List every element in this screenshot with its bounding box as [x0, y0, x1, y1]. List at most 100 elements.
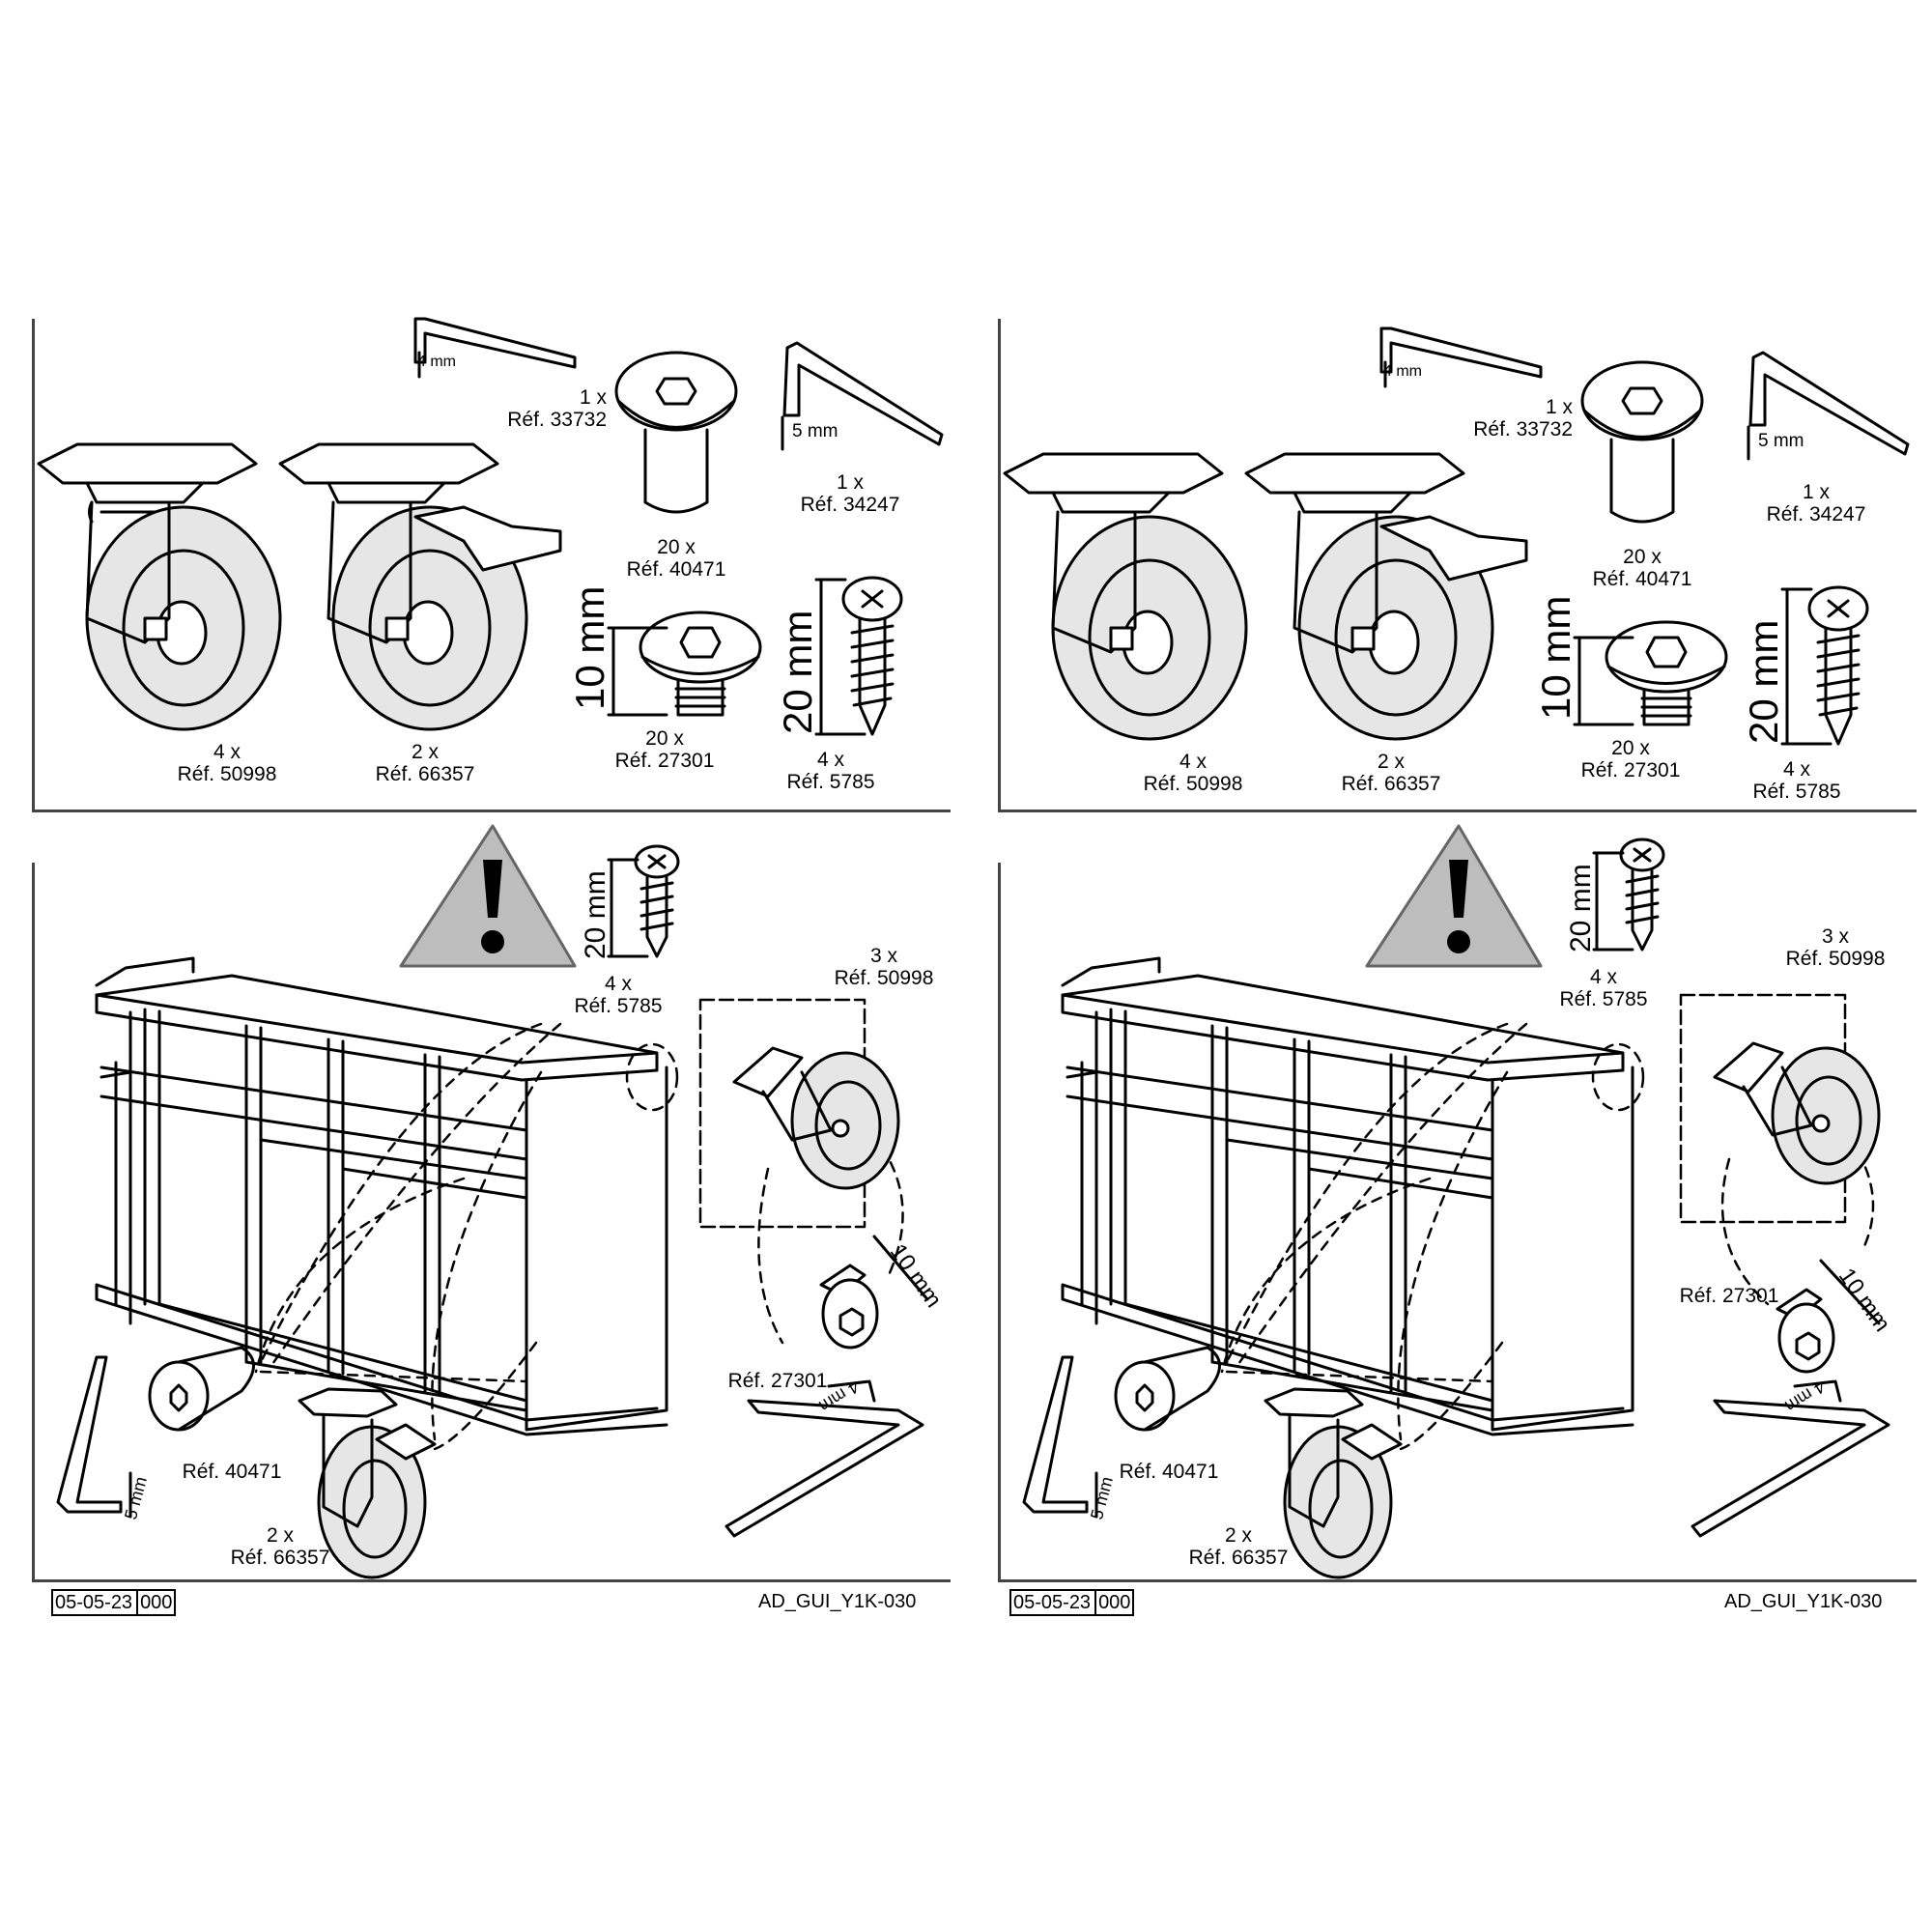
bolt-qty: 20 x [645, 727, 684, 750]
screw-icon [607, 844, 680, 958]
sleeve-nut-qty: 20 x [657, 536, 696, 558]
screw-label: 4 x Réf. 5785 [1739, 758, 1855, 803]
assembly-screw-ref: Réf. 5785 [574, 995, 663, 1017]
parts-artwork [1003, 327, 1910, 746]
assembly-screw-length: 20 mm [1565, 864, 1597, 952]
assembly-artwork [56, 824, 929, 1579]
assembly-screw-length: 20 mm [580, 870, 611, 959]
assembly-bolt-label: Réf. 27301 [1671, 1285, 1787, 1307]
hex-key-large-size: 5 mm [1758, 431, 1804, 451]
assembly-sleeve-nut-label: Réf. 40471 [174, 1461, 290, 1483]
assembly-panel [32, 863, 951, 1582]
assembly-bolt-ref: Réf. 27301 [1679, 1285, 1779, 1307]
caster-brake-qty: 2 x [411, 741, 439, 763]
assembly-sleeve-nut-ref: Réf. 40471 [182, 1461, 282, 1483]
assembly-bolt-ref: Réf. 27301 [727, 1370, 828, 1392]
screw-icon [814, 576, 903, 736]
assembly-artwork [1022, 824, 1890, 1579]
caster-plain-ref: Réf. 50998 [177, 763, 277, 785]
caster-plain-label: 4 x Réf. 50998 [169, 741, 285, 785]
sleeve-nut-icon [614, 351, 738, 514]
footer-revision: 000 [140, 1592, 173, 1613]
assembly-caster-plain-ref: Réf. 50998 [1785, 948, 1886, 970]
bolt-ref: Réf. 27301 [614, 750, 715, 772]
caster-wheel-icon [298, 1387, 437, 1579]
parts-panel [32, 319, 951, 812]
hex-key-icon [56, 1355, 132, 1519]
instruction-page-right: 4 x Réf. 50998 2 x Réf. 66357 1 x Réf. 3… [966, 0, 1932, 1932]
footer-date: 05-05-23 [55, 1591, 139, 1614]
hex-key-icon [1690, 1379, 1890, 1538]
hex-key-small-label: 1 x Réf. 33732 [1457, 396, 1573, 440]
assembly-caster-plain-qty: 3 x [1821, 925, 1849, 948]
assembly-screw-ref: Réf. 5785 [1559, 988, 1648, 1010]
caster-brake-ref: Réf. 66357 [375, 763, 475, 785]
assembly-caster-plain-ref: Réf. 50998 [834, 967, 934, 989]
assembly-caster-brake-label: 2 x Réf. 66357 [222, 1524, 338, 1569]
screw-ref: Réf. 5785 [1752, 781, 1841, 803]
bolt-icon [607, 611, 762, 717]
assembly-caster-brake-qty: 2 x [1224, 1524, 1252, 1547]
assembly-sleeve-nut-label: Réf. 40471 [1111, 1461, 1227, 1483]
screw-icon [1592, 838, 1665, 952]
hex-key-icon [781, 341, 944, 451]
sleeve-nut-icon [1580, 360, 1704, 524]
caster-brake-qty: 2 x [1377, 751, 1405, 773]
footer-date: 05-05-23 [1013, 1591, 1097, 1614]
screw-length: 20 mm [775, 610, 820, 734]
assembly-caster-brake-ref: Réf. 66357 [1188, 1547, 1289, 1569]
bolt-icon [819, 1235, 929, 1350]
hex-key-large-qty: 1 x [836, 471, 864, 494]
sleeve-nut-ref: Réf. 40471 [626, 558, 726, 581]
shelf-unit [1061, 956, 1634, 1436]
caster-plain-label: 4 x Réf. 50998 [1135, 751, 1251, 795]
hex-key-large-label: 1 x Réf. 34247 [1758, 481, 1874, 526]
screw-label: 4 x Réf. 5785 [773, 749, 889, 793]
footer-document-code: AD_GUI_Y1K-030 [1724, 1591, 1883, 1612]
assembly-screw-qty: 4 x [604, 973, 632, 995]
hex-key-small-size: 4 mm [1383, 363, 1422, 380]
sleeve-nut-icon [1114, 1346, 1221, 1432]
assembly-screw-label: 4 x Réf. 5785 [1550, 966, 1657, 1010]
hex-key-small-ref: Réf. 33732 [1473, 418, 1573, 440]
bolt-length: 10 mm [1533, 595, 1578, 720]
footer-document-code: AD_GUI_Y1K-030 [758, 1591, 917, 1612]
assembly-caster-brake-label: 2 x Réf. 66357 [1180, 1524, 1296, 1569]
hex-key-large-ref: Réf. 34247 [1766, 503, 1866, 526]
screw-ref: Réf. 5785 [786, 771, 875, 793]
parts-panel [998, 319, 1917, 812]
screw-length: 20 mm [1741, 619, 1786, 744]
caster-wheel-icon [278, 442, 562, 731]
bolt-icon [1573, 620, 1728, 726]
caster-plain-qty: 4 x [213, 741, 241, 763]
bolt-icon [1776, 1259, 1881, 1374]
footer-revision: 000 [1098, 1592, 1131, 1613]
hex-key-large-ref: Réf. 34247 [800, 494, 900, 516]
hex-key-small-label: 1 x Réf. 33732 [491, 386, 607, 431]
caster-brake-label: 2 x Réf. 66357 [1333, 751, 1449, 795]
assembly-caster-plain-qty: 3 x [869, 945, 897, 967]
hex-key-icon [724, 1379, 924, 1538]
assembly-caster-plain-label: 3 x Réf. 50998 [826, 945, 942, 989]
parts-artwork [37, 317, 944, 736]
assembly-bolt-label: Réf. 27301 [720, 1370, 836, 1392]
hex-key-small-qty: 1 x [579, 386, 607, 409]
bolt-length: 10 mm [567, 585, 612, 710]
caster-wheel-icon [732, 1046, 900, 1190]
screw-qty: 4 x [1782, 758, 1810, 781]
hex-key-icon [413, 317, 577, 379]
assembly-screw-label: 4 x Réf. 5785 [565, 973, 671, 1017]
caster-plain-qty: 4 x [1179, 751, 1207, 773]
screw-qty: 4 x [816, 749, 844, 771]
caster-plain-ref: Réf. 50998 [1143, 773, 1243, 795]
caster-wheel-icon [1244, 452, 1528, 741]
hex-key-large-size: 5 mm [792, 421, 838, 441]
screw-icon [1780, 585, 1869, 746]
warning-triangle-icon [1365, 824, 1543, 968]
hex-key-large-qty: 1 x [1802, 481, 1830, 503]
caster-wheel-icon [1003, 452, 1248, 741]
hex-key-icon [1022, 1355, 1098, 1519]
hex-key-icon [1379, 327, 1543, 388]
